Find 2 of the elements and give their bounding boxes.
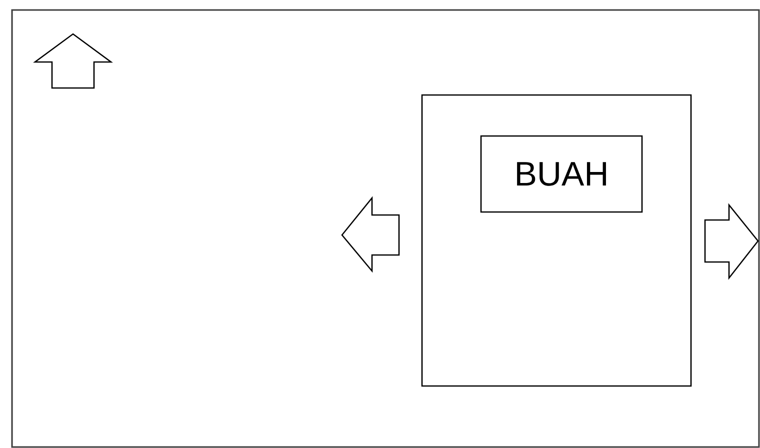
container-box (421, 94, 692, 387)
label-box: BUAH (480, 135, 643, 213)
